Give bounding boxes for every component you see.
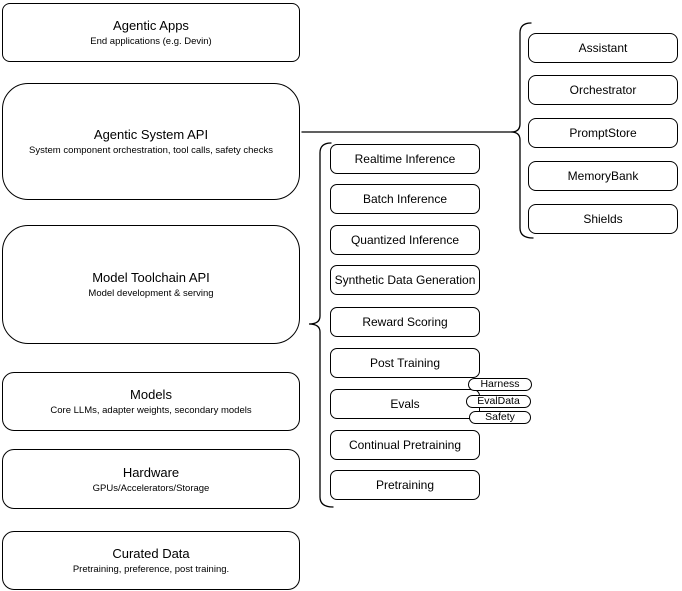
oval-harness: Harness xyxy=(468,378,532,391)
box-agentic-apps-title: Agentic Apps xyxy=(113,18,189,33)
box-shields-label: Shields xyxy=(583,212,623,226)
box-realtime-inference-label: Realtime Inference xyxy=(354,152,456,166)
right-column-brace xyxy=(510,22,534,239)
box-agentic-apps: Agentic Apps End applications (e.g. Devi… xyxy=(2,3,300,62)
box-agentic-system-api: Agentic System API System component orch… xyxy=(2,83,300,200)
box-agentic-system-api-title: Agentic System API xyxy=(93,127,209,142)
box-memorybank: MemoryBank xyxy=(528,161,678,191)
box-hardware-title: Hardware xyxy=(122,464,180,480)
box-continual-pretraining: Continual Pretraining xyxy=(330,430,480,460)
box-promptstore: PromptStore xyxy=(528,118,678,148)
box-hardware-subtitle: GPUs/Accelerators/Storage xyxy=(92,482,210,494)
box-models-subtitle: Core LLMs, adapter weights, secondary mo… xyxy=(50,405,252,416)
box-agentic-system-api-subtitle: System component orchestration, tool cal… xyxy=(29,145,273,156)
box-promptstore-label: PromptStore xyxy=(569,126,637,140)
box-continual-pretraining-label: Continual Pretraining xyxy=(348,438,462,452)
box-evals-label: Evals xyxy=(390,397,420,411)
box-synthetic-data-generation-label: Synthetic Data Generation xyxy=(334,273,476,287)
box-post-training: Post Training xyxy=(330,348,480,378)
box-model-toolchain-api-subtitle: Model development & serving xyxy=(88,288,214,299)
box-realtime-inference: Realtime Inference xyxy=(330,144,480,174)
box-assistant: Assistant xyxy=(528,33,678,63)
box-assistant-label: Assistant xyxy=(578,41,628,55)
oval-harness-label: Harness xyxy=(480,378,520,391)
box-curated-data-title: Curated Data xyxy=(112,546,190,561)
box-models: Models Core LLMs, adapter weights, secon… xyxy=(2,372,300,431)
box-reward-scoring: Reward Scoring xyxy=(330,307,480,337)
box-batch-inference-label: Batch Inference xyxy=(362,192,448,206)
box-curated-data-subtitle: Pretraining, preference, post training. xyxy=(72,564,230,575)
box-models-title: Models xyxy=(130,387,172,402)
box-pretraining: Pretraining xyxy=(330,470,480,500)
box-post-training-label: Post Training xyxy=(369,356,441,370)
box-evals: Evals xyxy=(330,389,480,419)
box-batch-inference: Batch Inference xyxy=(330,184,480,214)
box-model-toolchain-api: Model Toolchain API Model development & … xyxy=(2,225,300,344)
box-quantized-inference-label: Quantized Inference xyxy=(350,233,460,247)
box-pretraining-label: Pretraining xyxy=(375,478,435,492)
box-reward-scoring-label: Reward Scoring xyxy=(362,315,448,329)
middle-column-brace xyxy=(308,142,334,508)
box-quantized-inference: Quantized Inference xyxy=(330,225,480,255)
box-curated-data: Curated Data Pretraining, preference, po… xyxy=(2,531,300,590)
box-synthetic-data-generation: Synthetic Data Generation xyxy=(330,265,480,295)
box-hardware: Hardware GPUs/Accelerators/Storage xyxy=(2,449,300,509)
oval-evaldata: EvalData xyxy=(466,395,531,408)
oval-evaldata-label: EvalData xyxy=(477,395,520,408)
oval-safety: Safety xyxy=(469,411,531,424)
box-shields: Shields xyxy=(528,204,678,234)
box-memorybank-label: MemoryBank xyxy=(567,169,639,183)
box-orchestrator-label: Orchestrator xyxy=(569,83,637,97)
box-orchestrator: Orchestrator xyxy=(528,75,678,105)
box-agentic-apps-subtitle: End applications (e.g. Devin) xyxy=(90,36,212,47)
box-model-toolchain-api-title: Model Toolchain API xyxy=(92,270,210,285)
oval-safety-label: Safety xyxy=(485,411,515,424)
